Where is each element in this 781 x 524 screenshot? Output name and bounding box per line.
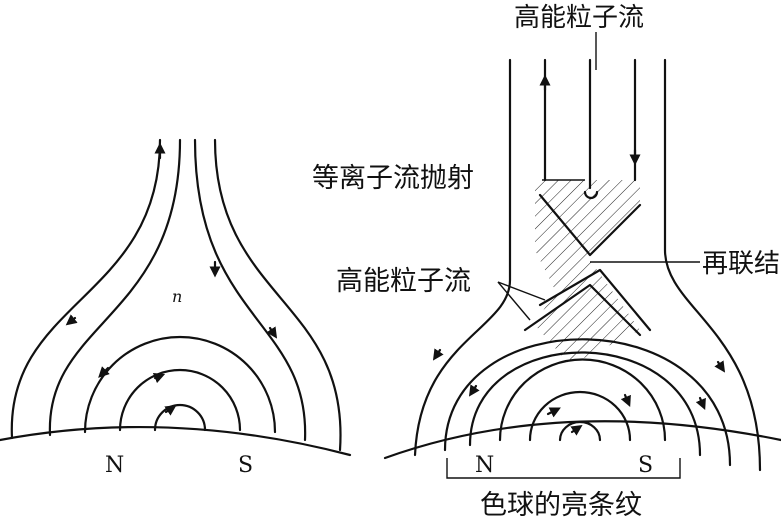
left-arrow-1 (65, 314, 78, 326)
reconnection-hatched-region (535, 180, 640, 365)
label-plasma-ejection: 等离子流抛射 (312, 163, 474, 194)
right-loop-5 (443, 338, 732, 467)
right-arrow-5 (546, 407, 561, 418)
pointer-particles-b (497, 281, 531, 321)
particle-stream-right (538, 268, 652, 332)
left-open-line-inner-right (193, 138, 307, 442)
label-reconnection: 再联结 (702, 249, 780, 279)
right-arrow-4 (695, 396, 706, 411)
label-high-energy-lower: 高能粒子流 (336, 266, 471, 297)
right-loop-4 (468, 351, 702, 457)
right-solar-surface (383, 420, 781, 460)
bright-strand-bracket (446, 458, 681, 479)
left-solar-surface (0, 425, 352, 457)
right-arrow-1 (432, 348, 444, 361)
right-open-line-right (663, 58, 762, 472)
right-open-line-left (413, 58, 512, 457)
right-arrow-6 (620, 393, 631, 408)
left-pole-south: S (238, 453, 253, 478)
right-arrow-7 (570, 424, 583, 436)
left-open-line-inner-left (48, 138, 182, 437)
label-high-energy-top: 高能粒子流 (514, 3, 644, 33)
right-loop-3 (498, 358, 667, 442)
left-arrow-7 (164, 404, 177, 416)
pointer-particles-a (497, 281, 546, 301)
left-pole-north: N (105, 453, 124, 478)
left-open-line-outer-left (10, 138, 162, 440)
left-field-label: n (172, 287, 182, 306)
left-loop-1 (153, 403, 207, 432)
plasma-ejection-outline (538, 193, 642, 257)
left-loop-2 (118, 368, 242, 432)
right-field-diagram: 高能粒子流 等离子流抛射 再联结 高能粒子流 N S 色球的亮条纹 (312, 3, 781, 521)
left-arrow-2 (266, 326, 278, 339)
left-field-diagram: N S n (0, 138, 352, 478)
particle-stream-left (523, 283, 642, 337)
left-arrow-3 (98, 366, 110, 378)
left-open-line-outer-right (213, 138, 342, 452)
right-pole-north: N (475, 453, 494, 478)
right-loop-1 (558, 420, 602, 442)
label-chromosphere-strands: 色球的亮条纹 (480, 490, 642, 521)
right-arrow-3 (468, 384, 480, 397)
left-loop-3 (83, 335, 277, 434)
right-loop-2 (528, 390, 632, 442)
right-pole-south: S (638, 453, 653, 478)
plasma-ejection-tip (583, 190, 599, 200)
left-arrow-4 (152, 372, 166, 384)
right-arrow-2 (714, 360, 726, 373)
